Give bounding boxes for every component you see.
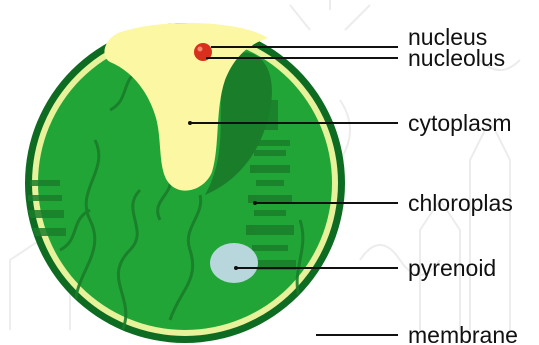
label-cytoplasm: cytoplasm — [408, 110, 512, 136]
label-chloroplast: chloroplas — [408, 190, 513, 216]
label-nucleolus: nucleolus — [408, 45, 505, 71]
pyrenoid — [210, 243, 258, 283]
label-pyrenoid: pyrenoid — [408, 255, 496, 281]
nucleolus-highlight — [198, 47, 203, 52]
label-membrane: membrane — [408, 322, 518, 345]
